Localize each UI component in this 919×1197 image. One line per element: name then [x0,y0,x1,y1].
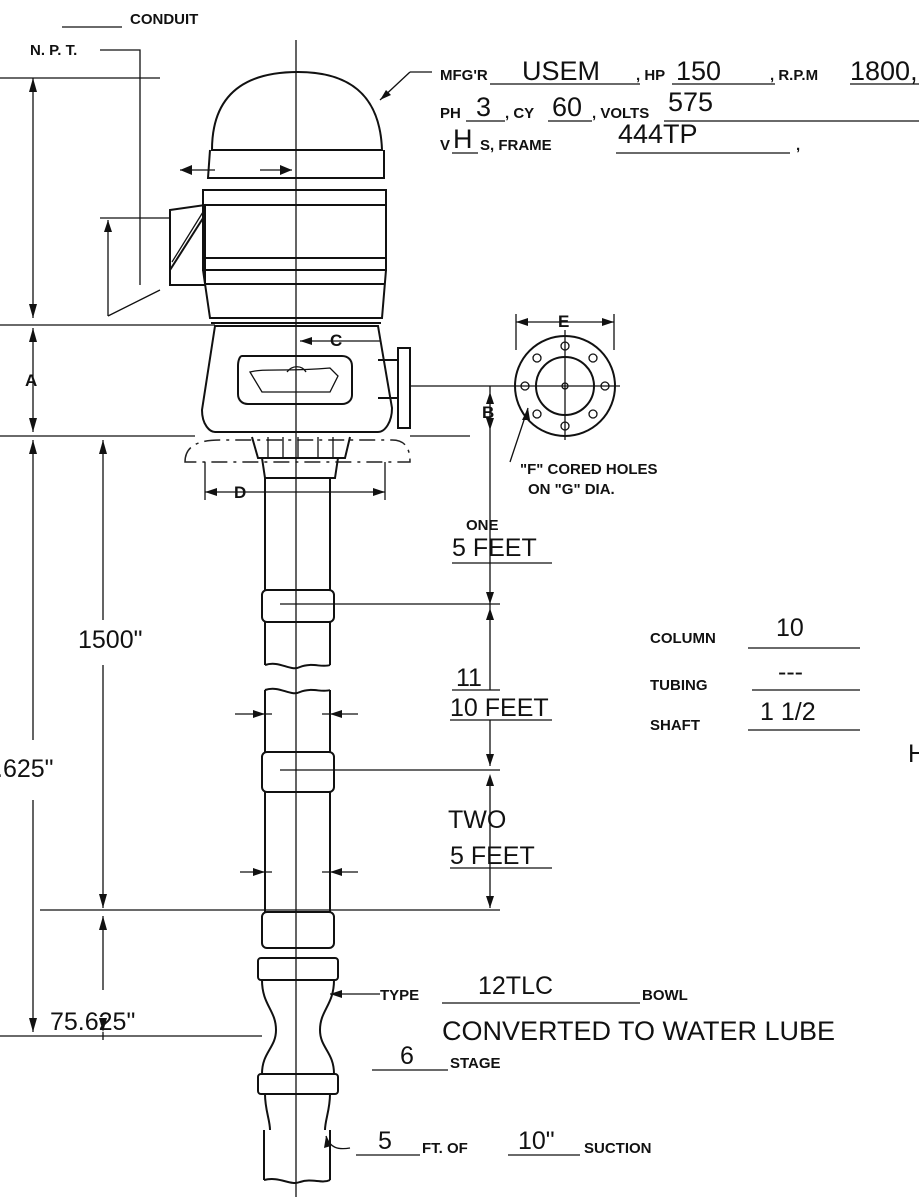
bowl-spec: TYPE 12TLC BOWL CONVERTED TO WATER LUBE … [330,972,835,1072]
motor-spec-leader [379,71,432,101]
dimension-b-label: B [482,403,494,422]
mfgr-value: USEM [522,56,600,86]
column-label: COLUMN [650,630,716,647]
bowl-label: BOWL [642,987,688,1004]
conduit-label-group: CONDUIT [62,11,198,28]
stage-label: STAGE [450,1055,501,1072]
low-section-count: TWO [448,806,506,834]
column-value: 10 [776,614,804,642]
conversion-note: CONVERTED TO WATER LUBE [442,1016,835,1046]
motor-spec-line-3: V H S, FRAME 444TP , [440,119,800,154]
volts-value: 575 [668,87,713,117]
pump-column [235,40,358,1197]
edge-fragment: H [908,740,919,768]
bowl-type-label: TYPE [380,987,419,1004]
rpm-value: 1800, [850,56,918,86]
frame-value: 444TP [618,119,698,149]
top-section-length: 5 FEET [452,534,537,562]
dimension-e-label: E [558,312,569,331]
conduit-pointer [107,289,161,317]
tubing-value: --- [778,658,803,686]
left-dimension-lines [0,77,500,1040]
ph-value: 3 [476,92,491,122]
vhs-value: H [453,124,473,154]
size-table: COLUMN 10 TUBING --- SHAFT 1 1/2 [650,614,860,734]
dimension-c-label: C [330,331,342,350]
ph-label: PH [440,105,461,122]
motor [169,70,387,324]
frame-comma: , [796,137,800,154]
rpm-label: , R.P.M [770,67,818,84]
npt-label-group: N. P. T. [30,42,141,285]
low-section-length: 5 FEET [450,842,535,870]
motor-spec-line-1: MFG'R USEM , HP 150 , R.P.M 1800, [440,56,919,86]
vhs-suffix: S, FRAME [480,137,552,154]
setting-length-label: 1500" [78,626,143,654]
conduit-label: CONDUIT [130,11,198,28]
bowl-length-label: 75.625" [50,1008,135,1036]
suction-spec: 5 FT. OF 10" SUCTION [324,1127,652,1157]
mid-section-count: 11 [456,664,482,692]
overall-length-label: .625" [0,755,54,783]
cored-holes-label: "F" CORED HOLES [520,461,658,478]
suction-size-value: 10" [518,1127,555,1155]
bowl-type-value: 12TLC [478,972,553,1000]
dimension-a-label: A [25,371,37,390]
mfgr-label: MFG'R [440,67,488,84]
hp-value: 150 [676,56,721,86]
vhs-prefix: V [440,137,450,154]
stage-value: 6 [400,1042,414,1070]
suction-ft-of-label: FT. OF [422,1140,468,1157]
discharge-head [184,325,620,500]
dimension-d-label: D [234,483,246,502]
shaft-value: 1 1/2 [760,698,816,726]
tubing-label: TUBING [650,677,708,694]
suction-length-value: 5 [378,1127,392,1155]
cored-holes-dia-label: ON "G" DIA. [528,481,615,498]
cy-label: , CY [505,105,534,122]
hp-label: , HP [636,67,665,84]
suction-label: SUCTION [584,1140,652,1157]
top-section-count: ONE [466,517,499,534]
cy-value: 60 [552,92,582,122]
shaft-label: SHAFT [650,717,700,734]
motor-spec-line-2: PH 3 , CY 60 , VOLTS 575 [440,87,919,122]
npt-label: N. P. T. [30,42,77,59]
section-dimension-lines [280,592,500,908]
bolt-holes [520,341,610,431]
mid-section-length: 10 FEET [450,694,549,722]
volts-label: , VOLTS [592,105,649,122]
flange-detail [486,314,616,610]
